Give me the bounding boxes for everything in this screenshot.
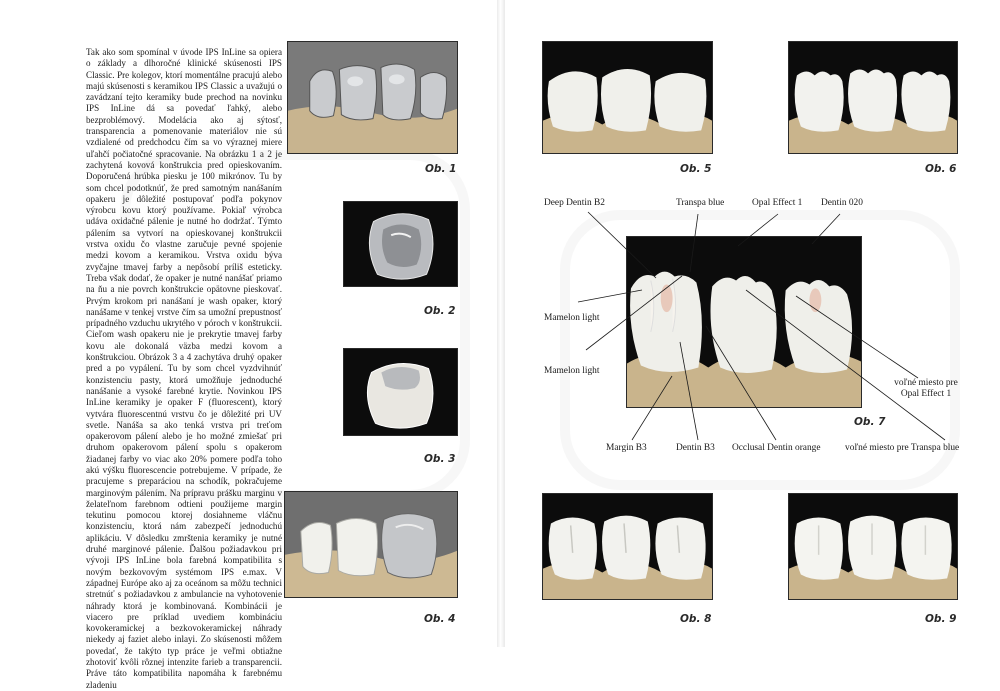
figure-3-caption: Ob. 3 [424,453,456,465]
label-free-opal-line-2: Opal Effect 1 [900,389,952,399]
opaquer-coping-image [344,349,457,435]
label-dentin-b3: Dentin B3 [676,443,715,453]
cutback-image [789,42,957,153]
label-transpa-blue: Transpa blue [676,198,725,208]
figure-9-photo [788,493,958,600]
figure-4-caption: Ob. 4 [424,613,456,625]
label-free-transpa: voľné miesto pre Transpa blue [845,443,960,453]
label-mamelon-light: Mamelon light [544,366,600,376]
figure-1-photo [287,41,458,154]
figure-7-caption: Ob. 7 [854,416,886,428]
figure-5-caption: Ob. 5 [680,163,712,175]
article-body: Tak ako som spomínal v úvode IPS InLine … [86,47,282,691]
combined-restoration-image [285,492,457,597]
figure-9-caption: Ob. 9 [925,613,957,625]
label-mamelon-light: Mamelon light [544,313,600,323]
page-gutter [497,0,505,647]
figure-6-caption: Ob. 6 [925,163,957,175]
figure-5-photo [542,41,713,154]
metal-copings-image [288,42,457,153]
enamel-layer-image [543,494,712,599]
metal-coping-image [344,202,457,286]
figure-4-photo [284,491,458,598]
figure-7-photo [626,236,862,408]
dentin-layer-image [543,42,712,153]
label-deep-dentin: Deep Dentin B2 [544,198,605,208]
figure-8-photo [542,493,713,600]
magazine-spread: Tak ako som spomínal v úvode IPS InLine … [86,0,976,690]
figure-2-caption: Ob. 2 [424,305,456,317]
figure-2-photo [343,201,458,287]
label-free-opal-line-1: voľné miesto pre [894,378,958,388]
figure-8-caption: Ob. 8 [680,613,712,625]
label-occlusal-dentin: Occlusal Dentin orange [732,443,821,453]
label-opal-effect: Opal Effect 1 [752,198,803,208]
label-free-opal: voľné miesto pre Opal Effect 1 [876,378,976,400]
figure-6-photo [788,41,958,154]
label-margin-b3: Margin B3 [606,443,647,453]
layering-scheme-image [627,237,861,407]
label-dentin-020: Dentin 020 [821,198,863,208]
finished-crowns-image [789,494,957,599]
article-paragraph: Tak ako som spomínal v úvode IPS InLine … [86,47,282,690]
figure-1-caption: Ob. 1 [425,163,457,175]
figure-3-photo [343,348,458,436]
